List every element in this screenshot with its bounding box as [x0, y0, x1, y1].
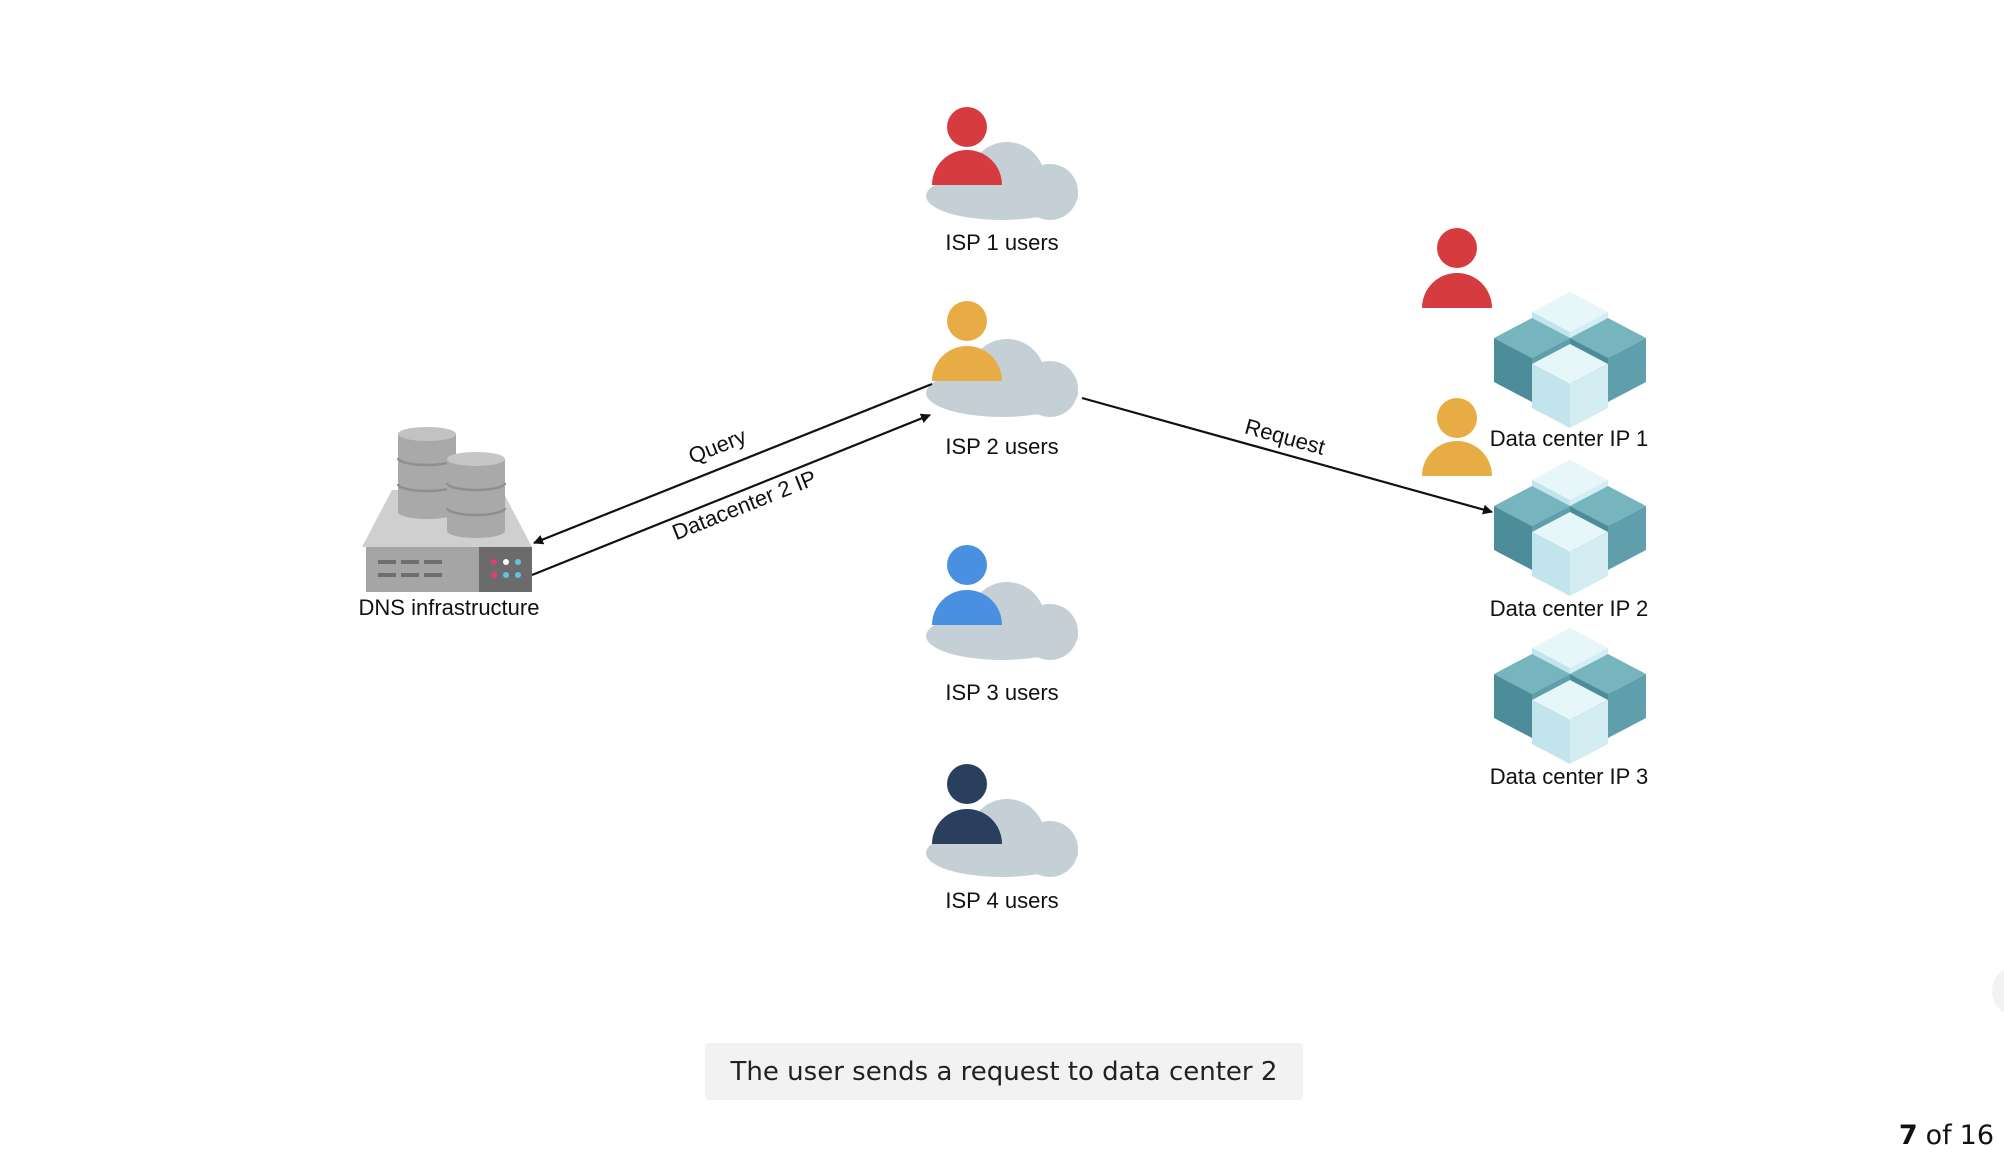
- user-icon: [1422, 228, 1492, 308]
- total-slides-number: 16: [1959, 1119, 1994, 1151]
- datacenter-cubes-icon: [1494, 628, 1646, 764]
- data-center-ip-2-node: Data center IP 2: [1490, 460, 1649, 621]
- user-icon: [932, 764, 1002, 844]
- user-icon: [1422, 398, 1492, 476]
- data-center-ip-1-label: Data center IP 1: [1490, 426, 1649, 451]
- dns-infrastructure-label: DNS infrastructure: [359, 595, 540, 620]
- user-icon: [932, 301, 1002, 381]
- isp-1-label: ISP 1 users: [945, 230, 1058, 255]
- isp-4-label: ISP 4 users: [945, 888, 1058, 913]
- isp-2-node: ISP 2 users: [926, 301, 1078, 459]
- current-slide-number: 7: [1898, 1119, 1918, 1151]
- query-label: Query: [685, 423, 750, 468]
- request-label: Request: [1242, 414, 1328, 460]
- isp-3-label: ISP 3 users: [945, 680, 1058, 705]
- user-icon: [932, 107, 1002, 185]
- isp-4-node: ISP 4 users: [926, 764, 1078, 913]
- datacenter-cubes-icon: [1494, 292, 1646, 428]
- data-center-ip-2-label: Data center IP 2: [1490, 596, 1649, 621]
- data-center-ip-1-node: Data center IP 1: [1490, 292, 1649, 451]
- isp-2-label: ISP 2 users: [945, 434, 1058, 459]
- data-center-ip-3-label: Data center IP 3: [1490, 764, 1649, 789]
- datacenter-cubes-icon: [1494, 460, 1646, 596]
- step-caption: The user sends a request to data center …: [705, 1043, 1303, 1100]
- slide-pager: 7 of 16: [1899, 1118, 1994, 1152]
- dns-infrastructure-node: DNS infrastructure: [359, 427, 540, 620]
- datacenter-2-ip-label: Datacenter 2 IP: [669, 465, 820, 545]
- pager-of-text: of: [1925, 1119, 1952, 1151]
- isp-1-node: ISP 1 users: [926, 107, 1078, 255]
- isp-3-node: ISP 3 users: [926, 545, 1078, 705]
- data-center-ip-3-node: Data center IP 3: [1490, 628, 1649, 789]
- user-icon: [932, 545, 1002, 625]
- next-slide-handle[interactable]: [1992, 965, 2004, 1017]
- database-server-icon: [362, 427, 532, 592]
- edge-query: Query: [533, 382, 933, 545]
